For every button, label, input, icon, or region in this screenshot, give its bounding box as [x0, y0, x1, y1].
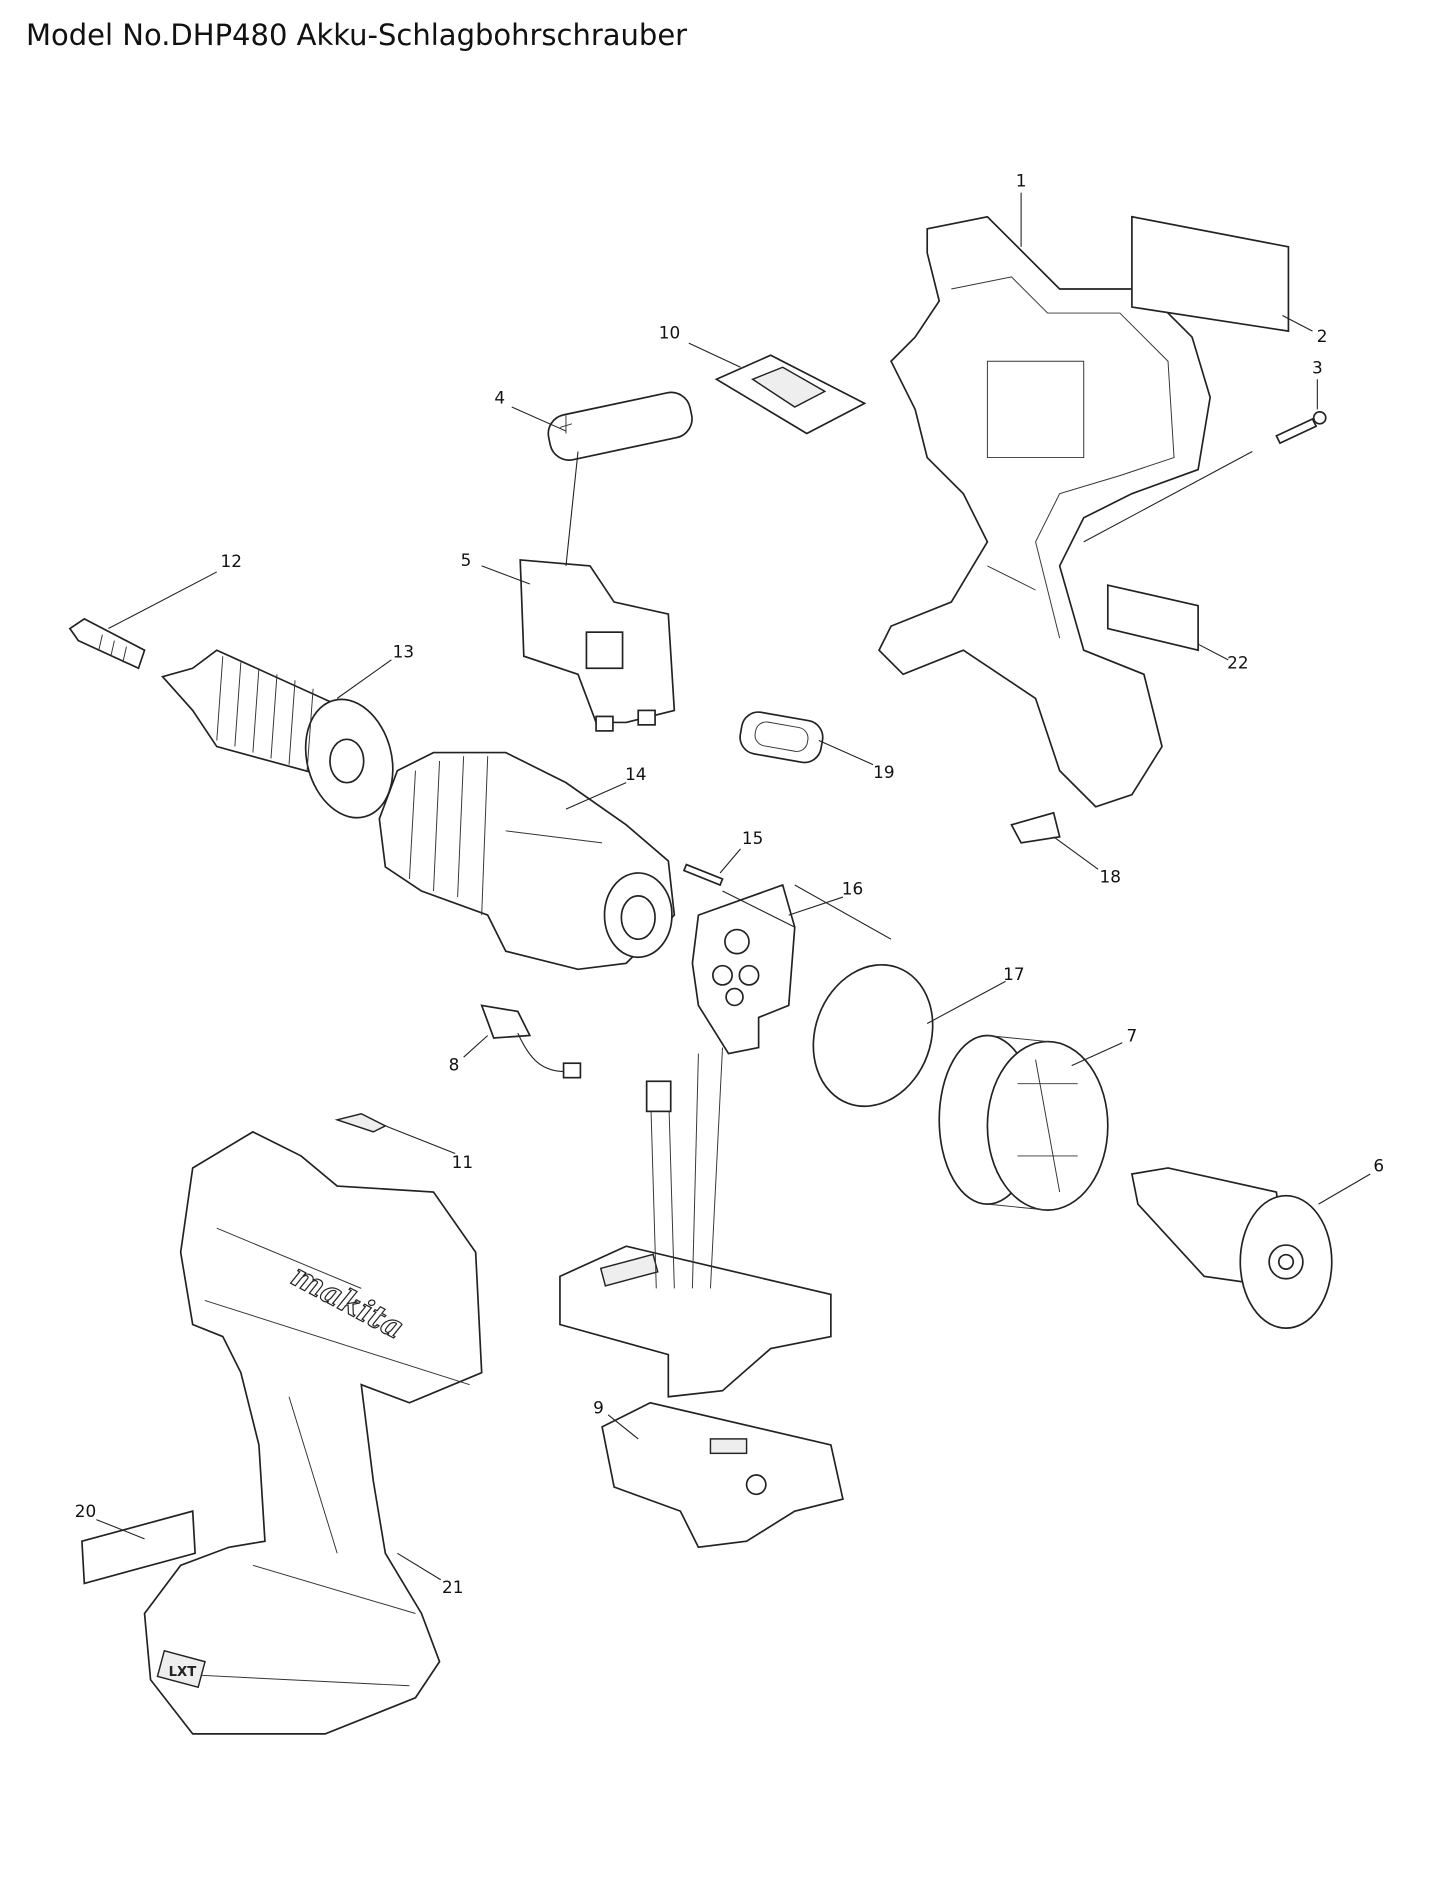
- part-17-ring: [812, 963, 934, 1108]
- callout-6: 6: [1373, 1156, 1384, 1176]
- callout-13: 13: [393, 641, 414, 661]
- callout-2: 2: [1317, 326, 1328, 346]
- callout-16: 16: [842, 879, 863, 899]
- callout-14: 14: [625, 764, 646, 784]
- part-5-switch: [519, 558, 676, 732]
- part-13-chuck: [161, 649, 394, 819]
- callout-20: 20: [75, 1501, 96, 1521]
- part-15-screw: [682, 863, 724, 887]
- part-20-label: [81, 1510, 196, 1585]
- part-3-screw: [1275, 410, 1327, 445]
- callout-21: 21: [442, 1577, 463, 1597]
- part-10-button: [714, 354, 867, 435]
- callout-17: 17: [1003, 964, 1024, 984]
- callout-7: 7: [1127, 1026, 1138, 1046]
- part-11-plate: [334, 1113, 387, 1133]
- page-title: Model No.DHP480 Akku-Schlagbohrschrauber: [26, 18, 688, 52]
- part-8-sensor: [480, 1004, 582, 1079]
- callout-1: 1: [1016, 171, 1027, 191]
- part-21-housing: makita LXT: [143, 1130, 483, 1735]
- callout-19: 19: [873, 762, 894, 782]
- callout-4: 4: [494, 387, 505, 407]
- part-7-stator: [938, 1034, 1109, 1211]
- part-18-clip: [1010, 811, 1061, 844]
- callout-18: 18: [1099, 867, 1120, 887]
- part-22-label: [1106, 584, 1199, 652]
- part-14-gearbox: [378, 751, 676, 971]
- part-19-rubber: [739, 711, 824, 764]
- callout-22: 22: [1227, 652, 1248, 672]
- lxt-logo: LXT: [169, 1665, 197, 1680]
- part-12-screw: [68, 617, 146, 670]
- part-6-armature: [1130, 1167, 1333, 1329]
- callout-11: 11: [452, 1152, 473, 1172]
- callout-5: 5: [461, 550, 472, 570]
- part-1-housing: [878, 215, 1212, 808]
- part-4-lever: [547, 391, 693, 461]
- callout-12: 12: [221, 551, 242, 571]
- part-16-plate: [691, 883, 796, 1055]
- part-9-controller: [559, 1047, 844, 1549]
- part-2-label: [1131, 215, 1290, 333]
- callout-labels: 1 2 3 4 5 6 7 8 9 10 11 12 13 14 15 16 1…: [75, 171, 1384, 1597]
- leader-lines: [96, 192, 1371, 1581]
- callout-3: 3: [1312, 357, 1323, 377]
- callout-8: 8: [449, 1054, 460, 1074]
- callout-15: 15: [742, 828, 763, 848]
- callout-9: 9: [593, 1398, 604, 1418]
- callout-10: 10: [659, 322, 680, 342]
